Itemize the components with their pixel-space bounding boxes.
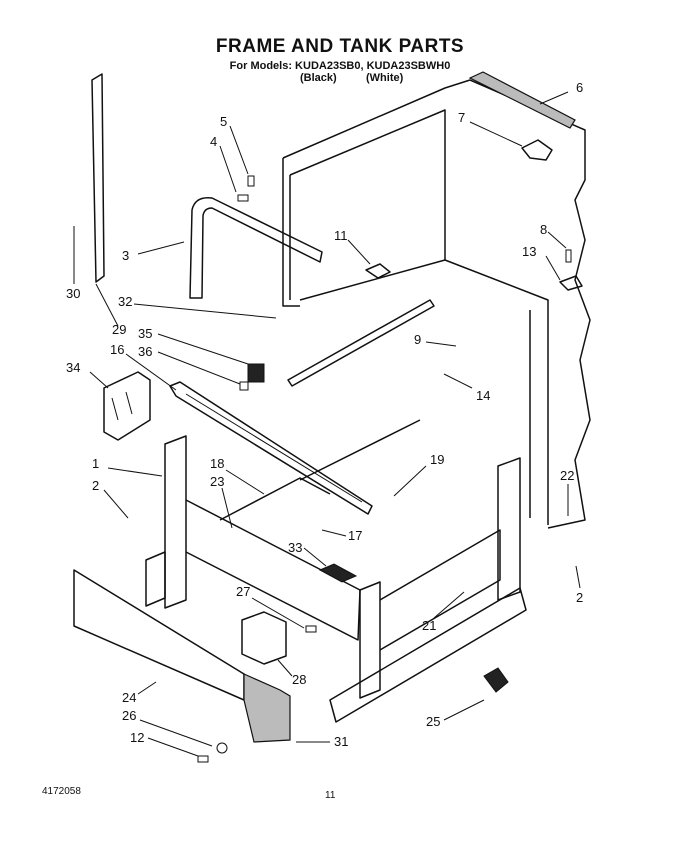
part-13-bracket	[559, 275, 583, 291]
callout-27: 27	[236, 584, 250, 599]
part-27-screw	[305, 625, 317, 633]
callout-29: 29	[112, 322, 126, 337]
frame-base	[145, 419, 527, 723]
callout-34: 34	[66, 360, 80, 375]
part-12-screw	[197, 755, 209, 763]
part-6-gasket	[468, 71, 576, 129]
part-32-rail	[287, 299, 435, 387]
callout-30: 30	[66, 286, 80, 301]
part-4-screw	[237, 194, 249, 202]
models-line: For Models: KUDA23SB0, KUDA23SBWH0	[229, 60, 451, 72]
color-black-label: (Black)	[300, 72, 337, 84]
callout-17: 17	[348, 528, 362, 543]
part-25-foot	[483, 667, 509, 693]
callout-28: 28	[292, 672, 306, 687]
callout-35: 35	[138, 326, 152, 341]
part-31-insulation	[243, 673, 291, 743]
part-3-tube	[189, 197, 323, 299]
callout-8: 8	[540, 222, 547, 237]
leader-lines	[73, 91, 581, 757]
callout-22: 22	[560, 468, 574, 483]
callout-26: 26	[122, 708, 136, 723]
callout-7: 7	[458, 110, 465, 125]
callout-9: 9	[414, 332, 421, 347]
part-28-box	[241, 611, 287, 665]
callout-21: 21	[422, 618, 436, 633]
callout-23: 23	[210, 474, 224, 489]
tank-outline	[282, 79, 591, 529]
part-8-screw	[565, 249, 572, 263]
color-white-label: (White)	[366, 72, 404, 84]
callout-11: 11	[334, 228, 348, 243]
part-35-valve	[247, 363, 265, 383]
callout-1: 1	[92, 456, 99, 471]
part-29-strip	[91, 73, 105, 283]
page-number: 11	[325, 790, 336, 801]
callout-4: 4	[210, 134, 217, 149]
part-16-bar	[169, 381, 373, 515]
callout-31: 31	[334, 734, 348, 749]
part-24-panel	[73, 569, 245, 701]
callout-19: 19	[430, 452, 444, 467]
callout-25: 25	[426, 714, 440, 729]
callout-2-right: 2	[576, 590, 583, 605]
callout-3: 3	[122, 248, 129, 263]
callout-18: 18	[210, 456, 224, 471]
part-5-screw	[247, 175, 255, 187]
part-7-bracket	[521, 139, 553, 161]
part-34-bracket	[103, 371, 151, 441]
callout-6: 6	[576, 80, 583, 95]
page-title: FRAME AND TANK PARTS	[215, 36, 465, 57]
callout-36: 36	[138, 344, 152, 359]
callout-32: 32	[118, 294, 132, 309]
callout-24: 24	[122, 690, 136, 705]
callout-33: 33	[288, 540, 302, 555]
callout-12: 12	[130, 730, 144, 745]
callout-2-left: 2	[92, 478, 99, 493]
callout-labels: 1 2 2 3 4 5 6 7 8 9 11 12 13 14 16 17 18…	[66, 80, 583, 749]
callout-13: 13	[522, 244, 536, 259]
callout-5: 5	[220, 114, 227, 129]
callout-14: 14	[476, 388, 490, 403]
document-number: 4172058	[42, 786, 81, 797]
part-26-washer	[216, 742, 228, 754]
part-11-clip	[365, 263, 391, 279]
part-33-pad	[318, 563, 358, 583]
callout-16: 16	[110, 342, 124, 357]
part-36-screw	[239, 381, 249, 391]
